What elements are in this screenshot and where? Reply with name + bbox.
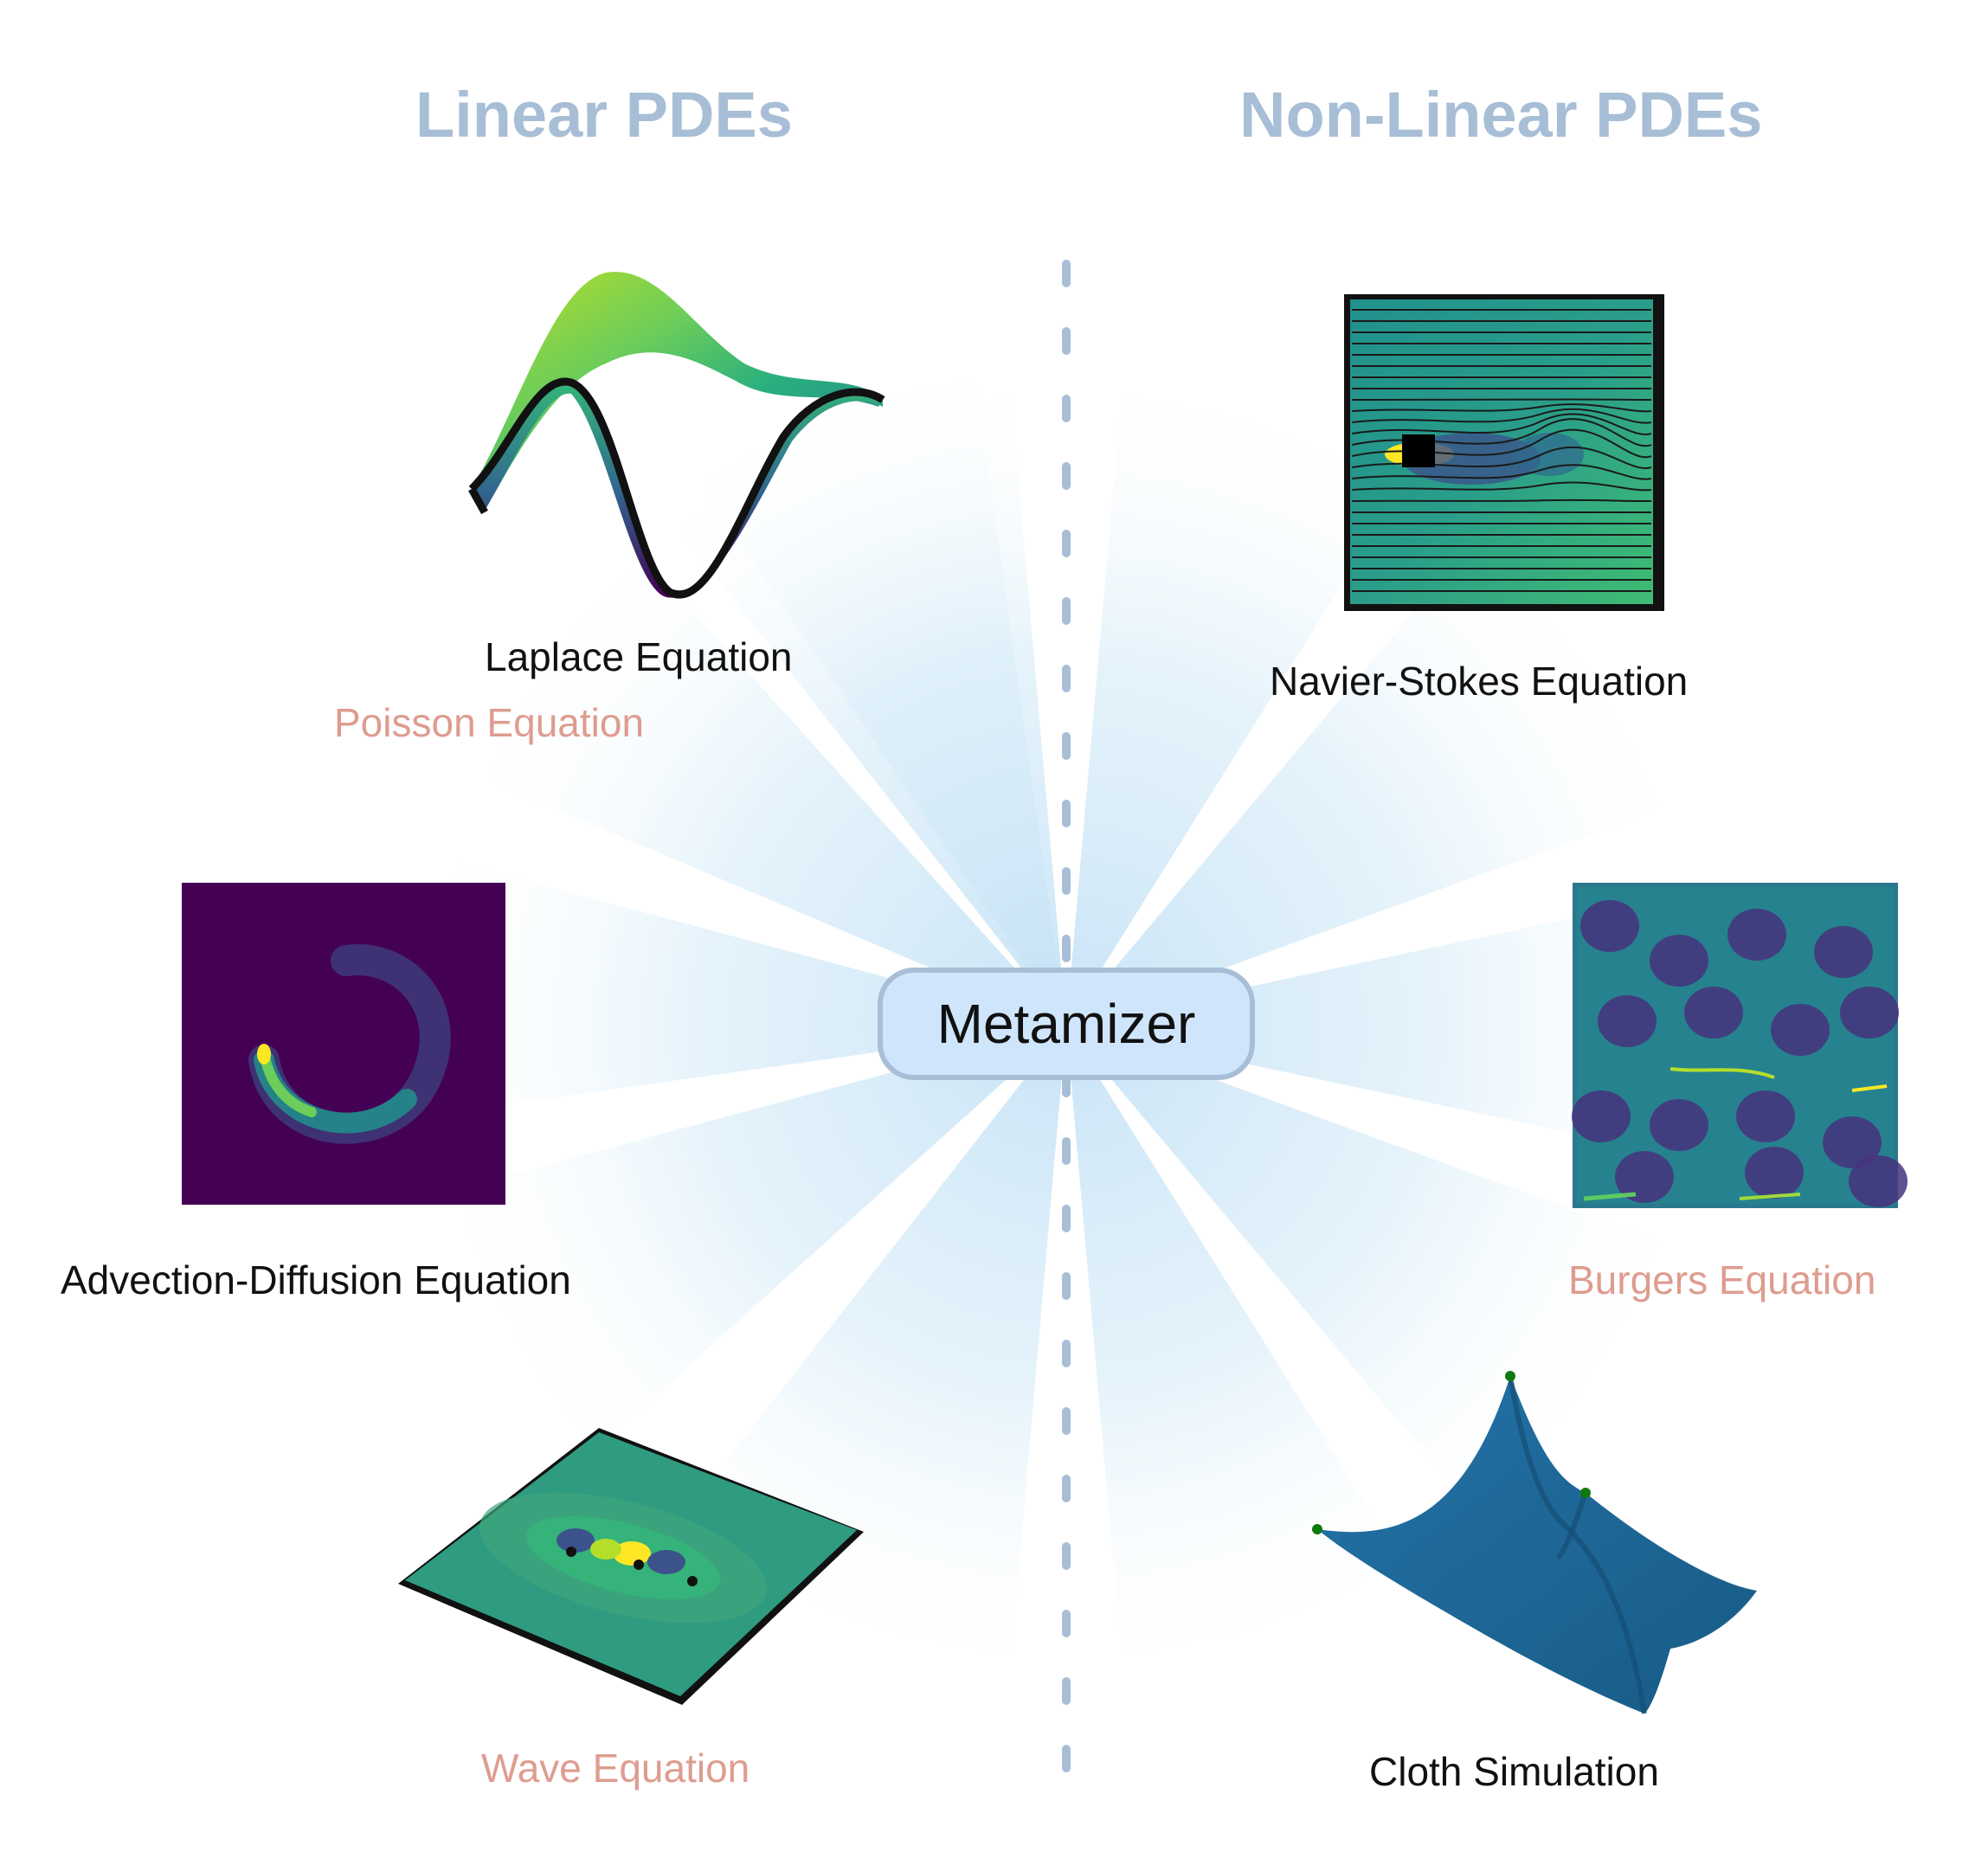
glow-ray xyxy=(363,841,1066,1125)
glow-ray xyxy=(1066,481,1734,1026)
metamizer-label: Metamizer xyxy=(936,993,1196,1055)
streamline xyxy=(1351,498,1652,503)
burgers-vortex xyxy=(1736,1090,1795,1142)
burgers-equation-label: Burgers Equation xyxy=(1568,1257,1876,1302)
metamizer-box: Metamizer xyxy=(878,968,1255,1080)
burgers-vortex xyxy=(1771,1004,1830,1056)
streamline xyxy=(1351,464,1652,480)
glow-ray xyxy=(1066,1026,1734,1570)
burgers-vortex xyxy=(1598,995,1657,1047)
burgers-vortex xyxy=(1580,900,1639,952)
streamline xyxy=(1351,481,1652,492)
burgers-vortex xyxy=(1849,1155,1908,1207)
burgers-vortex xyxy=(1840,987,1899,1039)
glow-ray xyxy=(413,498,1066,1026)
wave-equation-label: Wave Equation xyxy=(481,1746,750,1791)
streamline xyxy=(1351,403,1652,413)
glow-ray xyxy=(380,1026,1067,1501)
cloth-simulation-label: Cloth Simulation xyxy=(1369,1749,1659,1794)
linear-pdes-heading: Linear PDEs xyxy=(415,79,793,151)
navier-stokes-equation-label: Navier-Stokes Equation xyxy=(1270,659,1689,704)
nonlinear-pdes-heading: Non-Linear PDEs xyxy=(1239,79,1763,151)
streamline xyxy=(1351,413,1652,435)
burgers-vortex xyxy=(1615,1151,1674,1203)
burgers-vortex xyxy=(1814,926,1873,978)
burgers-vortex xyxy=(1745,1147,1804,1199)
streamline xyxy=(1351,408,1652,424)
glow-ray xyxy=(669,322,1066,1026)
burgers-vortex xyxy=(1572,1090,1631,1142)
streamline xyxy=(1351,398,1652,402)
burgers-vortex xyxy=(1650,1099,1708,1151)
burgers-vortex xyxy=(1684,987,1743,1039)
burgers-vortex xyxy=(1727,909,1786,961)
burgers-vortex xyxy=(1650,935,1708,987)
burgers-vortex xyxy=(1823,1116,1882,1168)
laplace-equation-label: Laplace Equation xyxy=(485,634,793,679)
poisson-equation-label: Poisson Equation xyxy=(334,700,645,745)
advection-diffusion-equation-label: Advection-Diffusion Equation xyxy=(61,1257,571,1302)
glow-ray xyxy=(1066,1026,1443,1733)
